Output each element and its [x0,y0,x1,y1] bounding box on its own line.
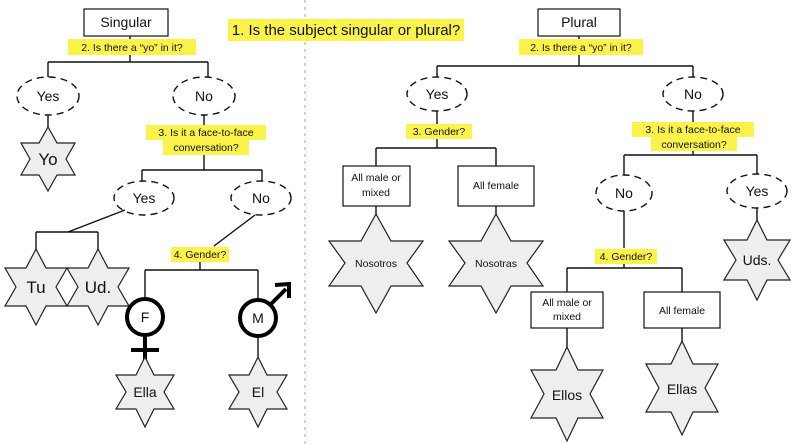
plural-male-mixed-line1: All male or [351,172,401,184]
plural-male-mixed-box [342,165,411,207]
singular-yes2: Yes [133,190,156,206]
title-question: 1. Is the subject singular or plural? [232,22,460,39]
plural-box [537,8,621,37]
star-nosotros [327,212,425,315]
plural-male-mixed2-line2: mixed [553,311,581,323]
singular-box [83,8,169,37]
plural-no2: No [615,185,633,201]
result-ellos: Ellos [552,387,582,403]
singular-yes: Yes [37,88,60,104]
plural-yes: Yes [426,86,449,102]
singular-q4: 4. Gender? [174,249,227,261]
star-el [227,355,289,429]
singular-no2: No [252,190,270,206]
plural-q4: 4. Gender? [600,251,653,263]
plural-all-female-box [457,165,535,207]
result-nosotras: Nosotras [475,258,517,270]
plural-all-female2: All female [659,305,705,317]
plural-q3-gender: 3. Gender? [413,126,466,138]
plural-male-mixed-line2: mixed [362,187,390,199]
star-ellas [644,339,720,437]
result-yo: Yo [38,150,57,169]
star-nosotras [447,212,545,315]
plural-label: Plural [561,14,597,30]
result-ellas: Ellas [667,381,697,397]
star-ud [65,247,131,327]
star-yo [19,125,77,193]
singular-no: No [195,88,213,104]
singular-q3-line1: 3. Is it a face-to-face [158,127,253,139]
result-uds: Uds. [743,252,772,268]
plural-yes2: Yes [746,183,769,199]
result-tu: Tu [26,278,45,297]
result-el: El [252,384,264,400]
plural-all-female: All female [473,180,519,192]
star-ella [114,355,176,429]
star-ellos [529,345,605,443]
result-ud: Ud. [85,278,111,297]
male-letter: M [252,310,264,326]
plural-male-mixed2-line1: All male or [542,297,592,309]
plural-no: No [684,86,702,102]
title-highlight [228,19,464,41]
singular-yes2-oval [113,180,175,216]
star-uds [722,218,792,302]
female-letter: F [141,309,150,325]
plural-q2: 2. Is there a “yo” in it? [530,42,632,54]
result-nosotros: Nosotros [355,258,397,270]
singular-label: Singular [100,14,152,30]
singular-q3-line2: conversation? [173,142,239,154]
plural-male-mixed2-box [530,291,604,329]
plural-q3-line1: 3. Is it a face-to-face [645,124,740,136]
singular-q2: 2. Is there a “yo” in it? [81,42,183,54]
result-ella: Ella [133,384,157,400]
plural-all-female2-box [643,291,721,329]
singular-no2-oval [230,180,292,216]
plural-q3-line2: conversation? [661,139,727,151]
